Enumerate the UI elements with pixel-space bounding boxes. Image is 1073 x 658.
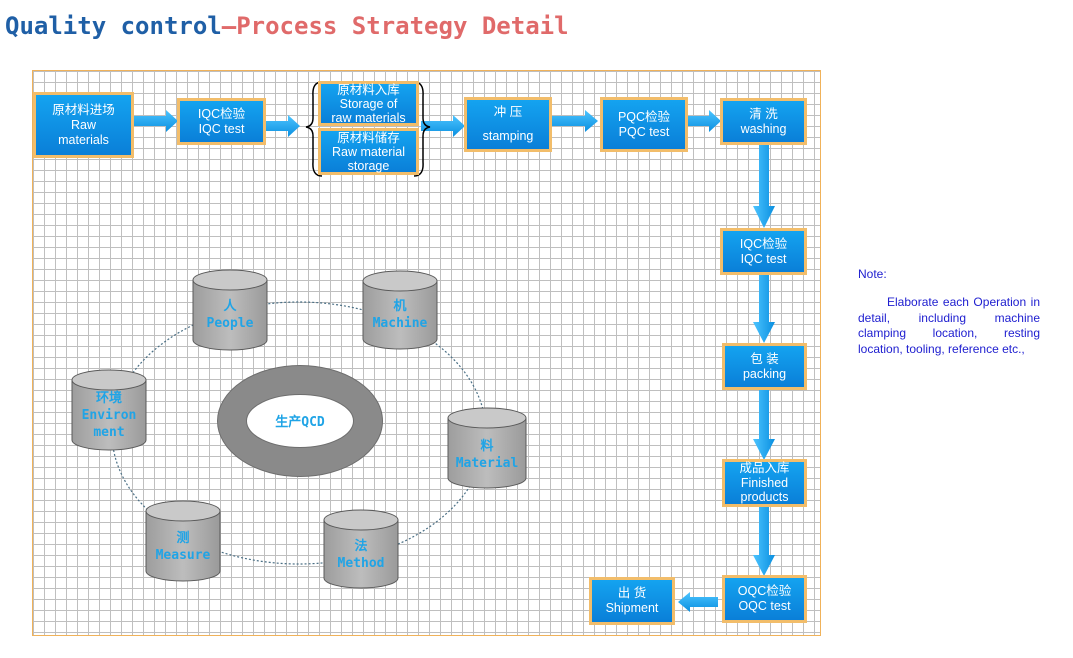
storage-in-zh: 原材料入库	[337, 82, 400, 97]
left-brace	[305, 81, 323, 177]
finished-zh: 成品入库	[739, 461, 790, 476]
finished-en2: products	[740, 490, 789, 505]
box-stamping: 冲 压 stamping	[464, 97, 552, 152]
machine-zh: 机	[393, 298, 406, 314]
arrow-packing-to-finished	[753, 390, 775, 460]
finished-en1: Finished	[740, 475, 789, 490]
shipment-en: Shipment	[605, 601, 659, 615]
storage-in-en2: raw materials	[331, 110, 406, 125]
people-zh: 人	[223, 298, 237, 314]
measure-zh: 测	[176, 530, 189, 546]
page-title: Quality control—Process Strategy Detail	[5, 12, 569, 40]
right-brace	[413, 81, 431, 177]
title-separator: —	[221, 12, 237, 40]
storage-en2: storage	[347, 158, 390, 173]
box-iqc-test-1: IQC检验 IQC test	[177, 98, 266, 145]
iqc-test-2-zh: IQC检验	[739, 236, 788, 251]
environment-en1: Environ	[82, 408, 137, 423]
cylinder-material: 料 Material	[447, 407, 527, 489]
raw-materials-en2: materials	[58, 132, 109, 147]
washing-zh: 清 洗	[749, 106, 778, 121]
arrow-pqc-to-washing	[688, 110, 721, 132]
arrow-stamping-to-pqc	[552, 110, 598, 132]
method-zh: 法	[354, 538, 367, 554]
machine-en: Machine	[373, 316, 428, 331]
arrow-finished-to-oqc	[753, 507, 775, 576]
stamping-en: stamping	[482, 129, 534, 144]
stamping-zh: 冲 压	[493, 104, 523, 119]
box-packing: 包 装 packing	[722, 343, 807, 390]
box-shipment: 出 货 Shipment	[589, 577, 675, 625]
arrow-washing-to-iqc	[753, 145, 775, 228]
oqc-test-en: OQC test	[738, 599, 791, 613]
method-en: Method	[338, 556, 385, 571]
cylinder-environment: 环境 Environ ment	[71, 369, 147, 451]
note-title: Note:	[858, 267, 887, 281]
iqc-test-1-en: IQC test	[198, 121, 245, 136]
people-en: People	[207, 316, 254, 331]
iqc-test-2-en: IQC test	[740, 251, 787, 266]
box-oqc-test: OQC检验 OQC test	[722, 575, 807, 623]
environment-en2: ment	[93, 425, 124, 440]
qcd-ring	[217, 365, 383, 477]
iqc-test-1-zh: IQC检验	[197, 106, 246, 121]
material-zh: 料	[480, 438, 493, 454]
cylinder-measure: 测 Measure	[145, 500, 221, 582]
box-pqc-test: PQC检验 PQC test	[600, 97, 688, 152]
qcd-ring-outline-inner	[246, 394, 354, 448]
storage-en1: Raw material	[332, 144, 405, 159]
box-storage: 原材料储存 Raw material storage	[318, 128, 419, 175]
cylinder-people: 人 People	[192, 269, 268, 351]
material-en: Material	[456, 456, 519, 471]
pqc-test-zh: PQC检验	[617, 109, 671, 124]
cylinder-machine: 机 Machine	[362, 270, 438, 350]
packing-en: packing	[742, 366, 787, 381]
washing-en: washing	[740, 121, 787, 136]
arrow-iqc-to-packing	[753, 275, 775, 343]
box-raw-materials: 原材料进场 Raw materials	[33, 92, 134, 158]
arrow-storage-to-stamping	[421, 115, 465, 137]
storage-zh: 原材料储存	[337, 130, 400, 145]
title-part2: Process Strategy Detail	[236, 12, 569, 40]
arrow-iqc-to-storage	[266, 115, 300, 137]
box-iqc-test-2: IQC检验 IQC test	[720, 228, 807, 275]
environment-zh: 环境	[96, 390, 122, 406]
storage-in-en1: Storage of	[339, 96, 398, 111]
arrow-raw-to-iqc	[134, 110, 178, 132]
packing-zh: 包 装	[750, 351, 779, 366]
box-washing: 清 洗 washing	[720, 98, 807, 145]
title-part1: Quality control	[5, 12, 222, 40]
note-text: Elaborate each Operation in detail, incl…	[858, 295, 1040, 356]
box-storage-in: 原材料入库 Storage of raw materials	[318, 81, 419, 126]
box-finished-products: 成品入库 Finished products	[722, 459, 807, 507]
cylinder-method: 法 Method	[323, 509, 399, 589]
measure-en: Measure	[156, 548, 211, 563]
shipment-zh: 出 货	[617, 586, 647, 600]
qcd-ring-outline-outer	[217, 365, 383, 477]
raw-materials-en1: Raw	[70, 117, 96, 132]
qcd-center-label: 生产QCD	[275, 414, 325, 430]
raw-materials-zh: 原材料进场	[52, 102, 115, 117]
pqc-test-en: PQC test	[618, 124, 670, 139]
oqc-test-zh: OQC检验	[737, 584, 792, 598]
arrow-oqc-to-shipment	[678, 592, 718, 612]
